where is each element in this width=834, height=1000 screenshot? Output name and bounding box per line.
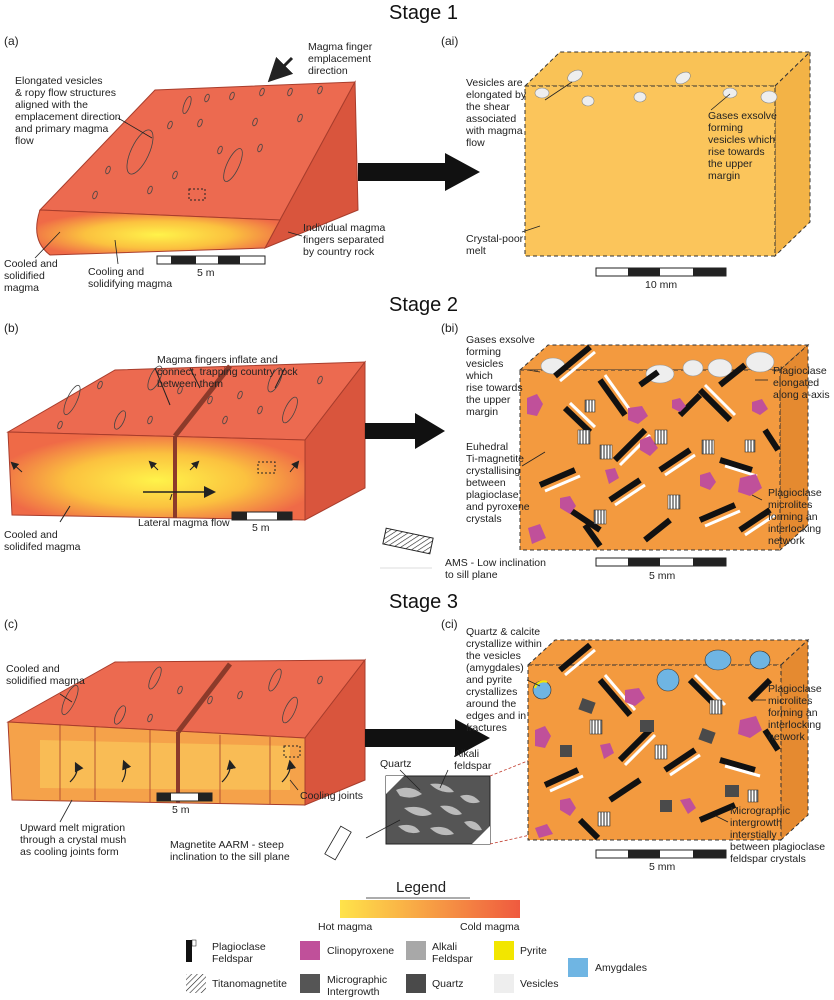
bi-plagioclase-laths — [538, 344, 781, 548]
stage1-transition-arrow — [358, 153, 480, 191]
panel-a-label: (a) — [4, 34, 19, 48]
amygdales-icon — [568, 958, 588, 977]
label-cooled-solidifed: Cooled and solidifed magma — [4, 529, 81, 553]
bi-clinopyroxene-grains — [527, 394, 768, 544]
stage1-ai-leaders — [521, 81, 731, 233]
stage1-ai-scalebar — [595, 267, 727, 277]
label-cooling-joints: Cooling joints — [300, 790, 364, 802]
label-magnetite-aarm: Magnetite AARM - steep inclination to th… — [170, 839, 290, 863]
stage3-scalebar — [156, 792, 213, 802]
scale-label-a: 5 m — [197, 267, 215, 279]
legend-cold: Cold magma — [460, 921, 520, 933]
legend-title: Legend — [396, 879, 447, 896]
label-gases-exsolve-ai: Gases exsolve forming vesicles which ris… — [708, 110, 777, 182]
stage3-crystal-cube — [526, 638, 810, 842]
label-plagioclase-microlites-bi: Plagioclase microlites forming an interl… — [768, 487, 822, 547]
scale-label-ci: 5 mm — [649, 861, 676, 873]
stage-3-title: Stage 3 — [389, 591, 458, 613]
stage2-scalebar — [231, 511, 293, 521]
legend-hot: Hot magma — [318, 921, 373, 933]
panel-c-label: (c) — [4, 617, 18, 631]
micrographic-inset — [385, 775, 491, 845]
stage1-sill-block — [36, 80, 359, 256]
quartz-icon — [406, 974, 426, 993]
label-micrographic-intergrowth: Micrographic intergrowth interstially be… — [730, 805, 826, 865]
panel-ai-label: (ai) — [441, 34, 459, 48]
legend-label-amygdales: Amygdales — [595, 962, 647, 974]
stage-2-title: Stage 2 — [389, 294, 458, 316]
clinopyroxene-icon — [300, 941, 320, 960]
aarm-fabric-icon — [324, 825, 352, 861]
label-cooled-solidified-c: Cooled and solidified magma — [6, 663, 85, 687]
ams-fabric-icon — [382, 527, 434, 555]
micrographic-icon — [300, 974, 320, 993]
stage2-bi-scalebar — [595, 557, 727, 567]
label-finger-direction: Magma finger emplacement direction — [308, 41, 373, 77]
label-cooled-solidified: Cooled and solidified magma — [4, 258, 58, 294]
stage1-scalebar — [156, 255, 266, 265]
label-fingers-inflate: Magma fingers inflate and connect, trapp… — [157, 354, 298, 390]
label-plagioclase-elongated: Plagioclase elongated along a-axis — [773, 365, 830, 401]
label-ams: AMS - Low inclination to sill plane — [445, 557, 546, 581]
scale-label-c: 5 m — [172, 804, 190, 816]
stage2-sill-block — [6, 360, 367, 521]
label-vesicles-shear: Vesicles are elongated by the shear asso… — [466, 77, 527, 149]
label-plagioclase-microlites-ci: Plagioclase microlites forming an interl… — [768, 683, 822, 743]
legend-label-titanomagnetite: Titanomagnetite — [212, 978, 287, 990]
scale-label-bi: 5 mm — [649, 570, 676, 582]
legend-label-quartz: Quartz — [432, 978, 464, 990]
stage3-migration-arrows — [59, 693, 299, 823]
alkali-feldspar-icon — [406, 941, 426, 960]
stage-1-title: Stage 1 — [389, 2, 458, 24]
stage2-bi-leaders — [521, 369, 768, 501]
stage3-ci-leaders — [526, 679, 766, 823]
bi-titanomagnetite-grains — [577, 399, 756, 525]
legend-gradient-bar — [340, 900, 520, 918]
panel-bi-label: (bi) — [441, 321, 459, 335]
vesicles-icon — [494, 974, 514, 993]
stage1-leader-lines — [34, 117, 303, 265]
label-quartz-calcite: Quartz & calcite crystallize within the … — [466, 626, 542, 734]
titanomagnetite-icon — [186, 974, 206, 993]
scale-label-b: 5 m — [252, 522, 270, 534]
label-elongated-vesicles: Elongated vesicles & ropy flow structure… — [15, 75, 121, 147]
stage2-crystal-cube — [518, 343, 810, 552]
stage2-arrows — [10, 367, 300, 523]
label-gases-exsolve-bi: Gases exsolve forming vesicles which ris… — [466, 334, 535, 418]
plagioclase-icon — [186, 939, 197, 962]
legend-label-clinopyroxene: Clinopyroxene — [327, 945, 395, 957]
legend-label-micrographic: Micrographic Intergrowth — [327, 974, 388, 998]
stage2-transition-arrow — [365, 413, 445, 449]
label-upward-melt: Upward melt migration through a crystal … — [20, 822, 127, 858]
panel-b-label: (b) — [4, 321, 19, 335]
stage1-melt-cube — [523, 50, 812, 258]
label-inset-alkali-feldspar: Alkali feldspar — [454, 748, 492, 772]
legend-label-pyrite: Pyrite — [520, 945, 547, 957]
label-individual-fingers: Individual magma fingers separated by co… — [303, 222, 386, 258]
scale-label-ai: 10 mm — [645, 279, 678, 291]
label-euhedral-ti-magnetite: Euhedral Ti-magnetite crystallising betw… — [466, 441, 530, 525]
legend-icons — [186, 939, 588, 993]
label-cooling-solidifying: Cooling and solidifying magma — [88, 266, 173, 290]
stage3-sill-block — [6, 658, 367, 806]
legend-label-vesicles: Vesicles — [520, 978, 559, 990]
stage3-ci-scalebar — [595, 849, 727, 859]
emplacement-arrow — [267, 56, 294, 83]
pyrite-icon — [494, 941, 514, 960]
panel-ci-label: (ci) — [441, 617, 458, 631]
label-crystal-poor-melt: Crystal-poor melt — [466, 233, 524, 257]
label-lateral-flow: Lateral magma flow — [138, 517, 230, 529]
label-inset-quartz: Quartz — [380, 758, 412, 770]
legend-label-plagioclase: Plagioclase Feldspar — [212, 941, 266, 965]
legend-label-alkali-feldspar: Alkali Feldspar — [432, 941, 473, 965]
stage3-transition-arrow — [365, 719, 490, 757]
